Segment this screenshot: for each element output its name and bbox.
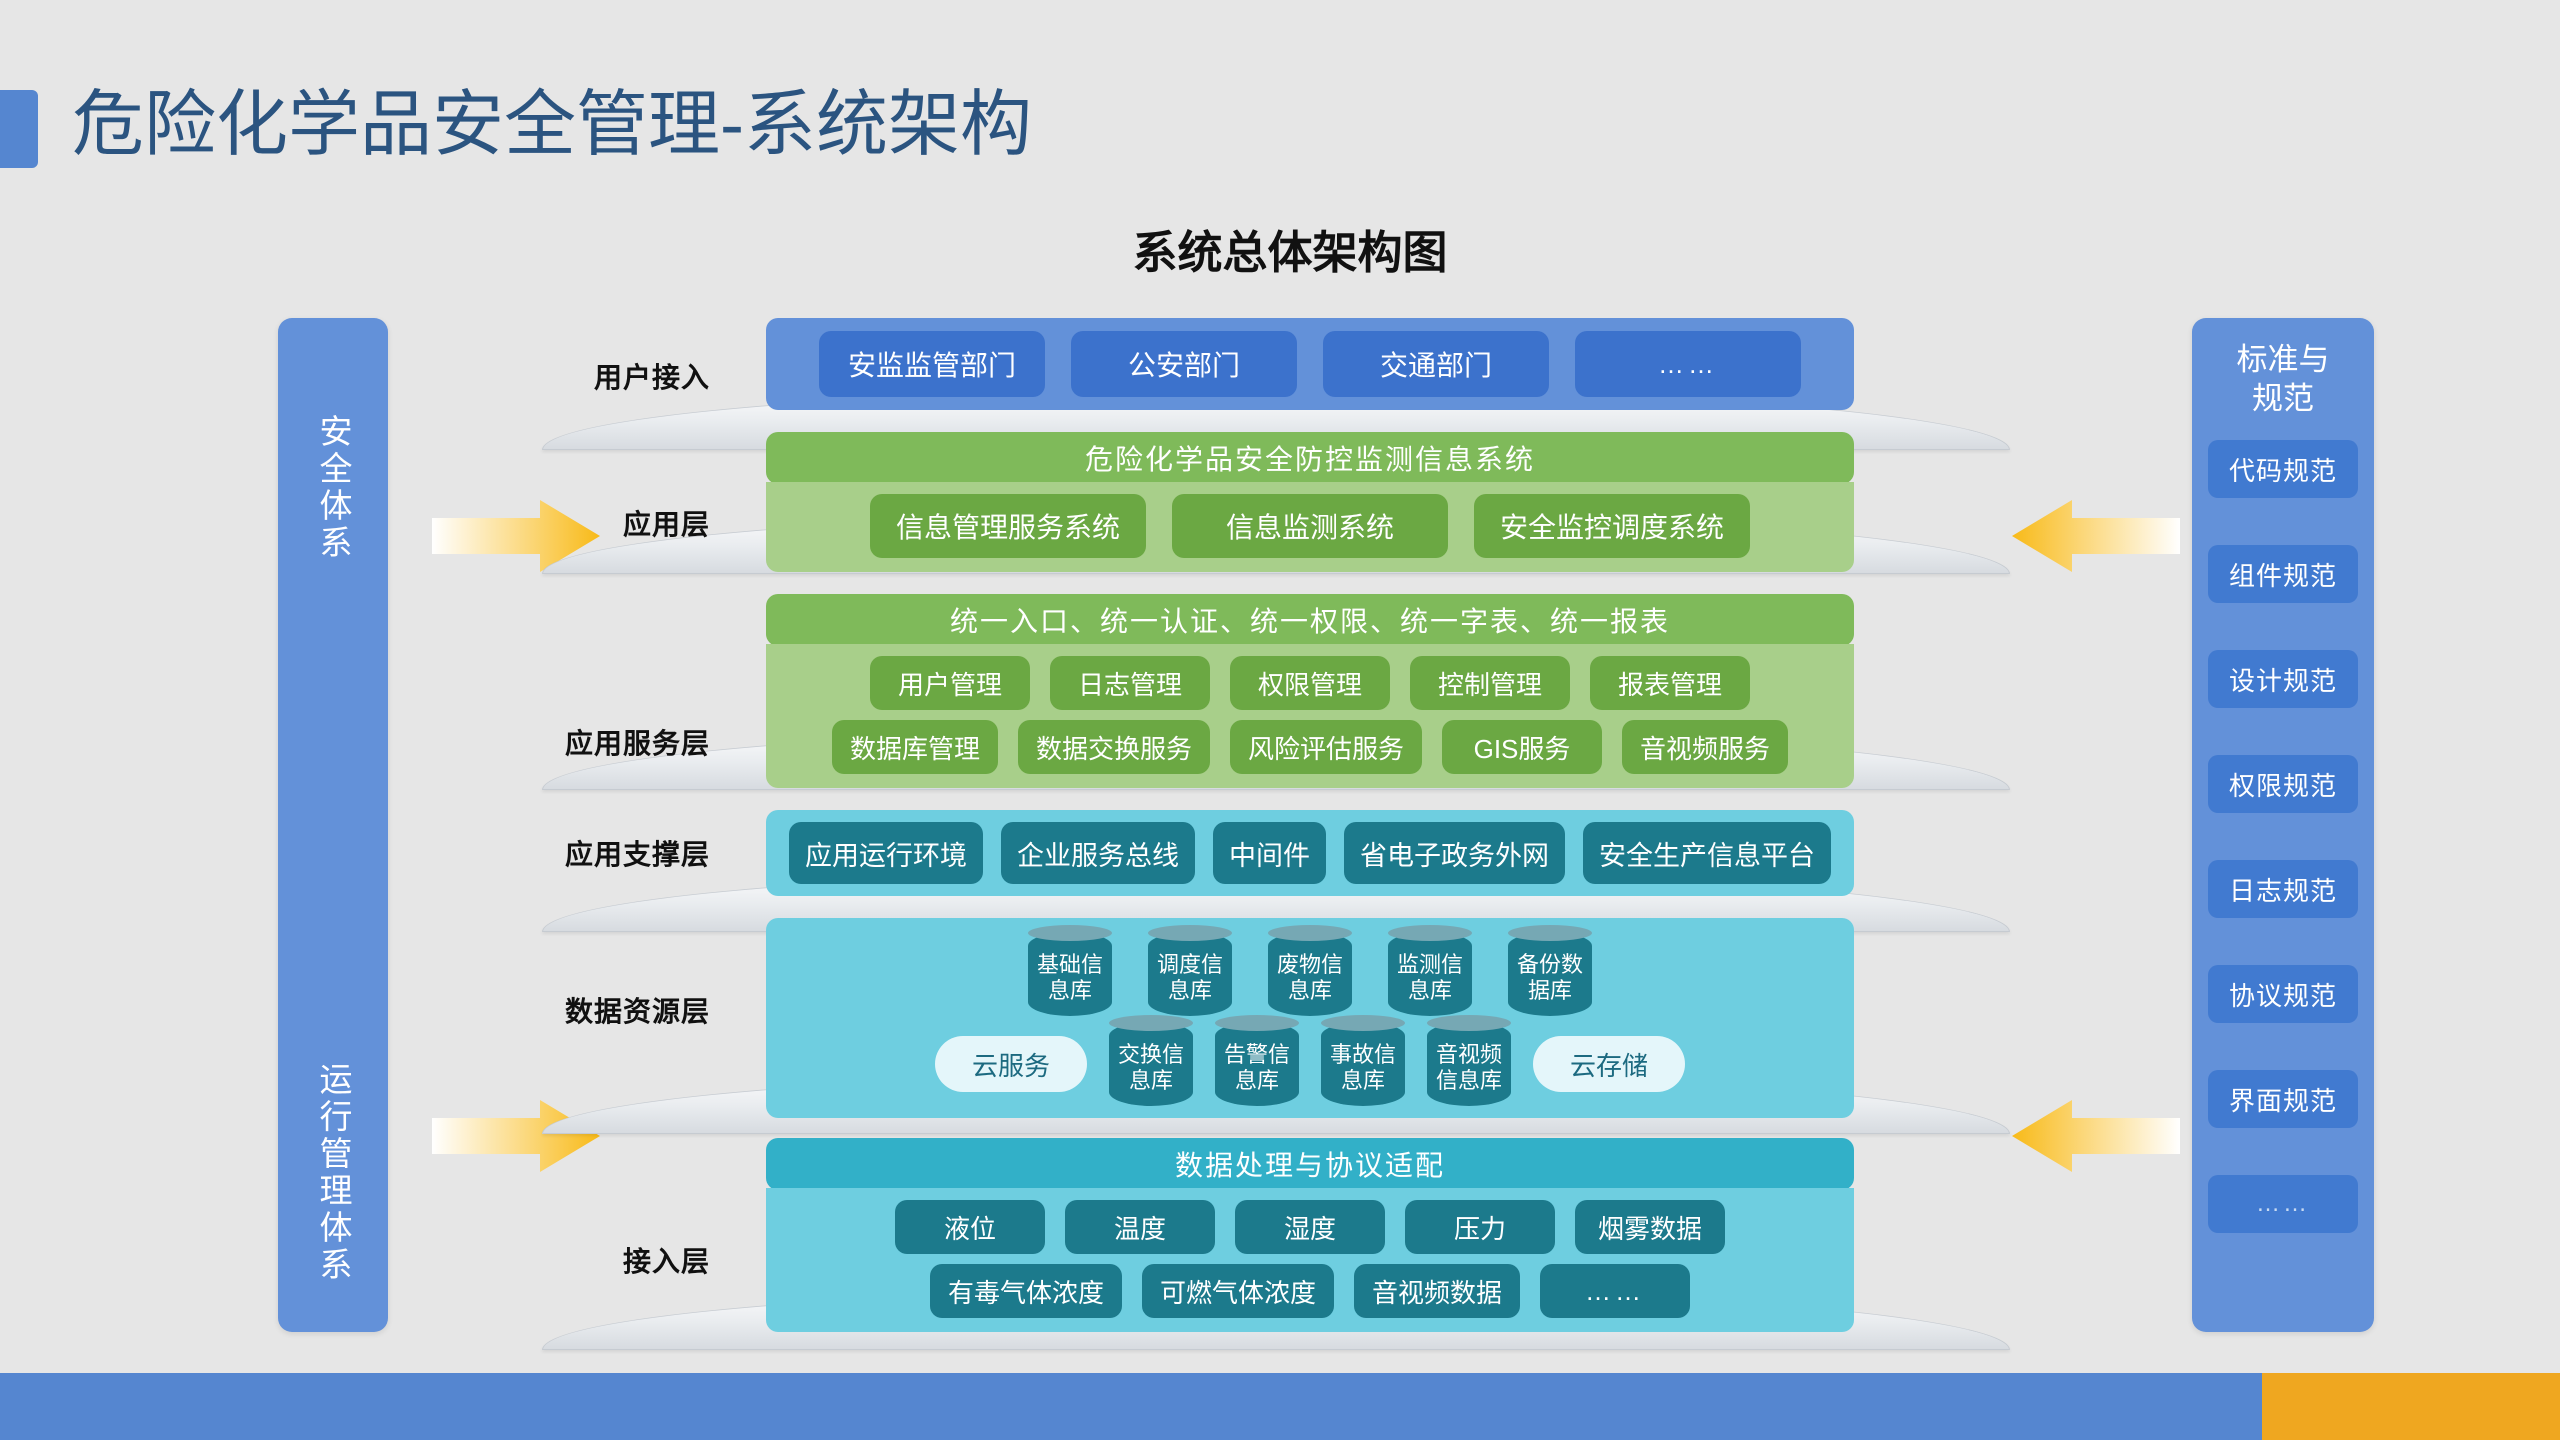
left-side-panel: 安全体系 运行管理体系 <box>278 318 388 1332</box>
bottom-bar-orange-segment <box>2262 1373 2560 1440</box>
acc-chip-toxic-gas-concentration[interactable]: 有毒气体浓度 <box>929 1264 1122 1318</box>
standards-item-protocol[interactable]: 协议规范 <box>2208 965 2358 1023</box>
svc-chip-control-management[interactable]: 控制管理 <box>1410 656 1570 710</box>
user-chip-more[interactable]: …… <box>1575 331 1801 397</box>
acc-chip-smoke-data[interactable]: 烟雾数据 <box>1575 1200 1725 1254</box>
database-cylinder-backup-data[interactable]: 备份数据库 <box>1508 925 1592 1016</box>
standards-panel-title: 标准与 规范 <box>2208 340 2358 418</box>
svc-chip-permission-management[interactable]: 权限管理 <box>1230 656 1390 710</box>
layer-label-app-support: 应用支撑层 <box>564 839 710 870</box>
database-cylinder-basic-info[interactable]: 基础信息库 <box>1028 925 1112 1016</box>
svc-chip-report-management[interactable]: 报表管理 <box>1590 656 1750 710</box>
user-chip-public-security[interactable]: 公安部门 <box>1071 331 1297 397</box>
access-chip-row-2: 有毒气体浓度 可燃气体浓度 音视频数据 …… <box>766 1264 1854 1318</box>
arrow-left-icon-right-middle <box>2012 500 2180 572</box>
svc-chip-gis-service[interactable]: GIS服务 <box>1442 720 1603 774</box>
standards-item-log[interactable]: 日志规范 <box>2208 860 2358 918</box>
app-chip-info-management-service[interactable]: 信息管理服务系统 <box>870 494 1146 558</box>
database-cylinder-accident-info[interactable]: 事故信息库 <box>1321 1015 1405 1106</box>
arrow-right-icon-left-lower <box>432 1100 600 1172</box>
standards-item-permission[interactable]: 权限规范 <box>2208 755 2358 813</box>
right-side-panel: 标准与 规范 代码规范 组件规范 设计规范 权限规范 日志规范 协议规范 界面规… <box>2192 318 2374 1332</box>
layer-app-support: 应用运行环境 企业服务总线 中间件 省电子政务外网 安全生产信息平台 <box>766 810 1854 896</box>
sup-chip-runtime-environment[interactable]: 应用运行环境 <box>789 822 983 884</box>
standards-list: 代码规范 组件规范 设计规范 权限规范 日志规范 协议规范 界面规范 …… <box>2208 440 2358 1233</box>
layer-label-application: 应用层 <box>622 509 710 540</box>
sup-chip-enterprise-service-bus[interactable]: 企业服务总线 <box>1001 822 1195 884</box>
standards-item-interface[interactable]: 界面规范 <box>2208 1070 2358 1128</box>
svc-chip-data-exchange-service[interactable]: 数据交换服务 <box>1017 720 1210 774</box>
diagram-title-text: 系统总体架构图 <box>1132 227 1448 278</box>
database-cylinder-av-info[interactable]: 音视频信息库 <box>1427 1015 1511 1106</box>
layer-app-service: 用户管理 日志管理 权限管理 控制管理 报表管理 数据库管理 数据交换服务 风险… <box>766 644 1854 788</box>
data-cylinder-row-2: 云服务 交换信息库 告警信息库 事故信息库 音视频信息库 云存储 <box>766 1015 1854 1106</box>
database-cylinder-waste-info[interactable]: 废物信息库 <box>1268 925 1352 1016</box>
layer-data-resource: 基础信息库 调度信息库 废物信息库 监测信息库 备份数据库 云服务 交换信息库 … <box>766 918 1854 1118</box>
svc-chip-database-management[interactable]: 数据库管理 <box>831 720 998 774</box>
standards-item-code[interactable]: 代码规范 <box>2208 440 2358 498</box>
database-cylinder-monitoring-info[interactable]: 监测信息库 <box>1388 925 1472 1016</box>
user-chip-transportation[interactable]: 交通部门 <box>1323 331 1549 397</box>
application-chip-row: 信息管理服务系统 信息监测系统 安全监控调度系统 <box>766 482 1854 558</box>
svc-chip-user-management[interactable]: 用户管理 <box>870 656 1030 710</box>
svc-chip-log-management[interactable]: 日志管理 <box>1050 656 1210 710</box>
left-panel-security-label: 安全体系 <box>315 414 352 562</box>
bottom-decoration-bar <box>0 1373 2560 1440</box>
left-panel-operations-label: 运行管理体系 <box>315 1062 352 1284</box>
user-chip-safety-supervision[interactable]: 安监监管部门 <box>819 331 1045 397</box>
sup-chip-safety-production-platform[interactable]: 安全生产信息平台 <box>1583 822 1831 884</box>
app-support-chip-row: 应用运行环境 企业服务总线 中间件 省电子政务外网 安全生产信息平台 <box>766 810 1854 884</box>
svc-chip-risk-assessment-service[interactable]: 风险评估服务 <box>1230 720 1423 774</box>
layer-label-user: 用户接入 <box>593 362 710 393</box>
app-chip-safety-dispatch[interactable]: 安全监控调度系统 <box>1474 494 1750 558</box>
database-cylinder-alarm-info[interactable]: 告警信息库 <box>1215 1015 1299 1106</box>
layer-label-data-resource: 数据资源层 <box>564 996 710 1027</box>
acc-chip-pressure[interactable]: 压力 <box>1405 1200 1555 1254</box>
bottom-bar-blue-segment <box>0 1373 2262 1440</box>
layer-user-access: 安监监管部门 公安部门 交通部门 …… <box>766 318 1854 410</box>
diagram-title: 系统总体架构图 <box>0 216 2560 281</box>
layer-label-access: 接入层 <box>622 1246 710 1277</box>
svc-chip-av-service[interactable]: 音视频服务 <box>1622 720 1789 774</box>
acc-chip-humidity[interactable]: 湿度 <box>1235 1200 1385 1254</box>
layer-application: 信息管理服务系统 信息监测系统 安全监控调度系统 <box>766 482 1854 572</box>
page-title: 危险化学品安全管理-系统架构 <box>72 85 1032 165</box>
application-layer-header: 危险化学品安全防控监测信息系统 <box>766 432 1854 484</box>
acc-chip-av-data[interactable]: 音视频数据 <box>1354 1264 1521 1318</box>
database-cylinder-dispatch-info[interactable]: 调度信息库 <box>1148 925 1232 1016</box>
acc-chip-combustible-gas-concentration[interactable]: 可燃气体浓度 <box>1141 1264 1334 1318</box>
cloud-storage-chip[interactable]: 云存储 <box>1533 1036 1685 1092</box>
access-chip-row-1: 液位 温度 湿度 压力 烟雾数据 <box>766 1200 1854 1254</box>
user-access-chip-row: 安监监管部门 公安部门 交通部门 …… <box>766 318 1854 397</box>
layer-access: 液位 温度 湿度 压力 烟雾数据 有毒气体浓度 可燃气体浓度 音视频数据 …… <box>766 1188 1854 1332</box>
access-layer-header: 数据处理与协议适配 <box>766 1138 1854 1190</box>
standards-title-line2: 规范 <box>2252 381 2314 416</box>
title-accent-bar <box>0 90 38 168</box>
sup-chip-provincial-egov-network[interactable]: 省电子政务外网 <box>1344 822 1565 884</box>
layer-label-app-service: 应用服务层 <box>564 728 710 759</box>
app-service-chip-row-2: 数据库管理 数据交换服务 风险评估服务 GIS服务 音视频服务 <box>766 720 1854 774</box>
arrow-left-icon-right-lower <box>2012 1100 2180 1172</box>
app-service-layer-header: 统一入口、统一认证、统一权限、统一字表、统一报表 <box>766 594 1854 646</box>
standards-item-more[interactable]: …… <box>2208 1175 2358 1233</box>
app-service-chip-row-1: 用户管理 日志管理 权限管理 控制管理 报表管理 <box>766 656 1854 710</box>
cloud-service-chip[interactable]: 云服务 <box>935 1036 1087 1092</box>
acc-chip-liquid-level[interactable]: 液位 <box>895 1200 1045 1254</box>
sup-chip-middleware[interactable]: 中间件 <box>1213 822 1326 884</box>
acc-chip-more[interactable]: …… <box>1540 1264 1691 1318</box>
standards-title-line1: 标准与 <box>2236 342 2330 377</box>
database-cylinder-exchange-info[interactable]: 交换信息库 <box>1109 1015 1193 1106</box>
acc-chip-temperature[interactable]: 温度 <box>1065 1200 1215 1254</box>
app-chip-info-monitoring[interactable]: 信息监测系统 <box>1172 494 1448 558</box>
standards-item-component[interactable]: 组件规范 <box>2208 545 2358 603</box>
arrow-right-icon-left-middle <box>432 500 600 572</box>
standards-item-design[interactable]: 设计规范 <box>2208 650 2358 708</box>
data-cylinder-row-1: 基础信息库 调度信息库 废物信息库 监测信息库 备份数据库 <box>766 918 1854 1016</box>
